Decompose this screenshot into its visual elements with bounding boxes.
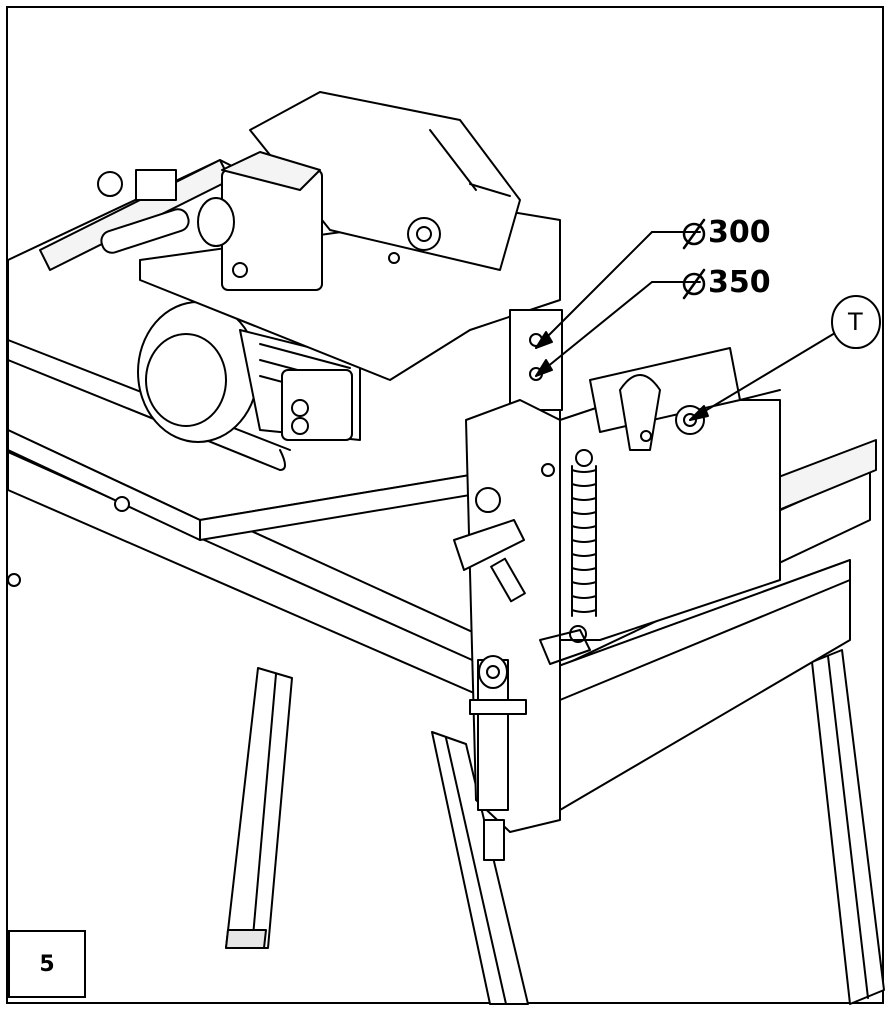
tension-spring [539, 449, 597, 665]
motor [137, 301, 361, 471]
step-number: 5 [39, 951, 55, 977]
callout-leaders [535, 231, 881, 421]
diameter-350-callout: 350 [708, 268, 771, 298]
cutting-head [97, 91, 563, 411]
diameter-symbols [682, 218, 706, 300]
step-number-box: 5 [8, 930, 86, 998]
diameter-300-value: 300 [708, 215, 771, 250]
diameter-300-callout: 300 [708, 218, 771, 248]
diameter-350-value: 350 [708, 265, 771, 300]
tool-t-label: T [848, 308, 863, 336]
table-legs [7, 573, 885, 1005]
